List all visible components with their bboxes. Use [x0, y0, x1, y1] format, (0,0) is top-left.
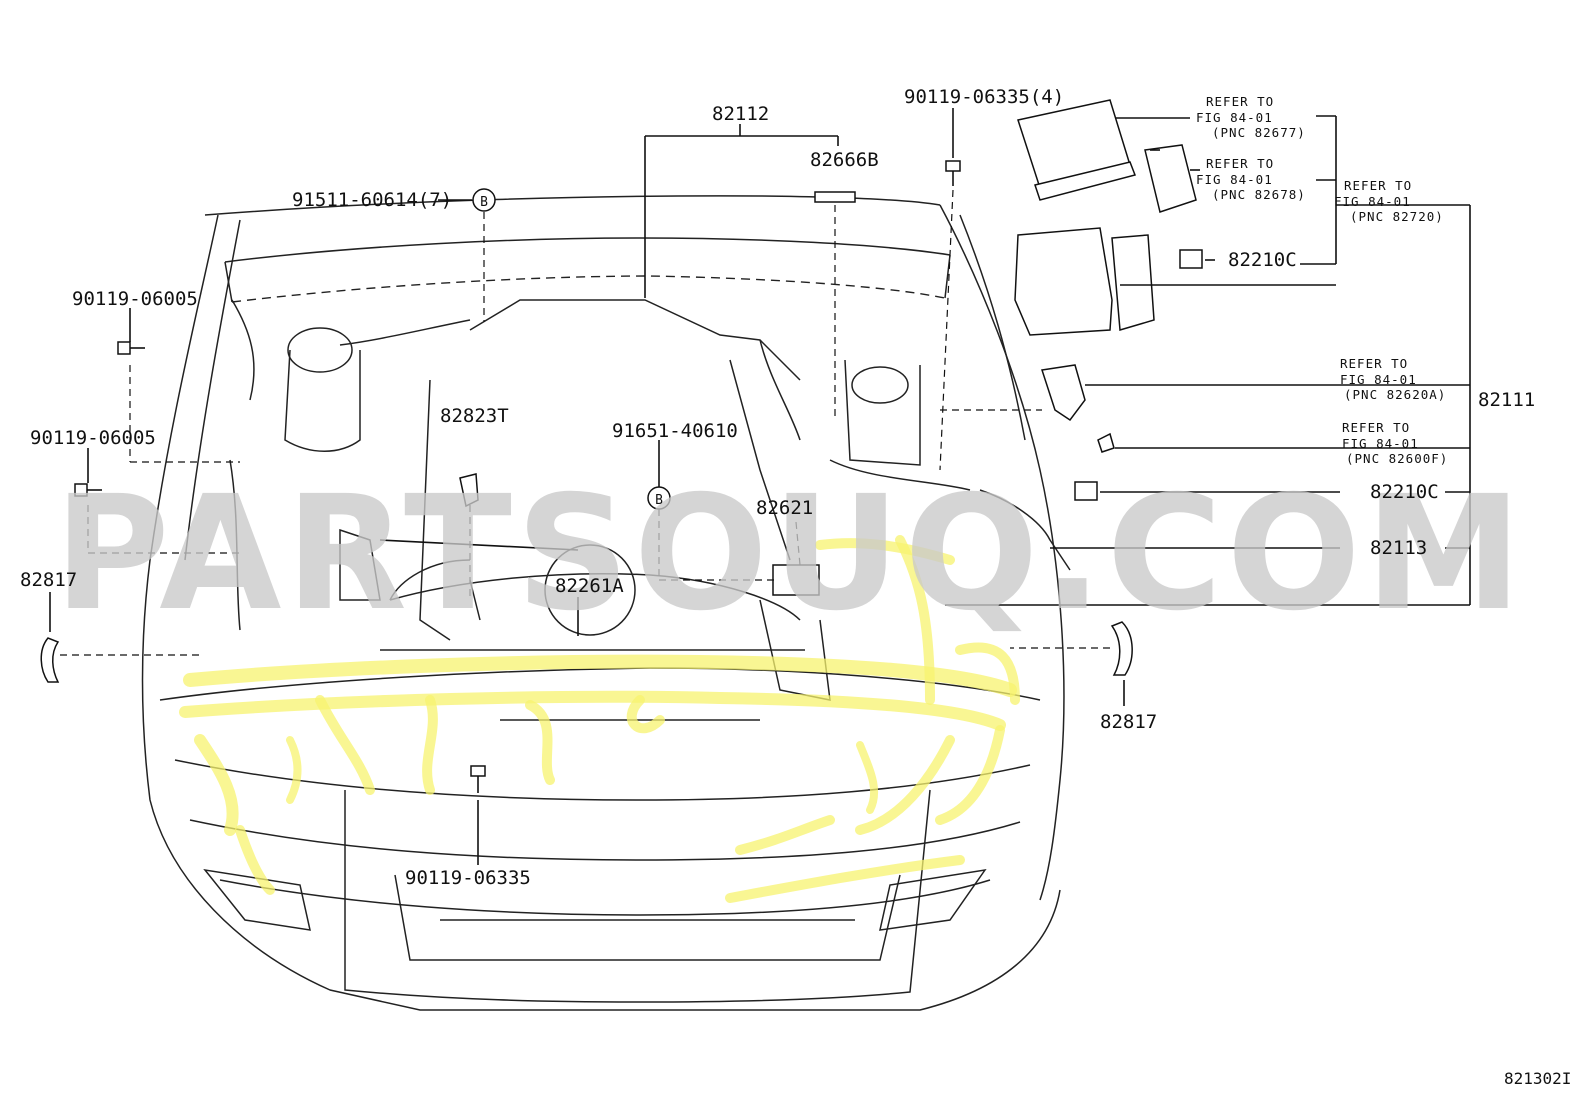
refer-note-82600F: REFER TO FIG 84-01 (PNC 82600F)	[1342, 420, 1448, 466]
marker-b-label: B	[655, 493, 663, 508]
label-82817-right[interactable]: 82817	[1100, 711, 1157, 733]
svg-text:(PNC 82678): (PNC 82678)	[1212, 187, 1306, 202]
relay-icon	[1179, 249, 1203, 269]
marker-b-icon	[472, 188, 496, 212]
refer-note-82677: REFER TO FIG 84-01 (PNC 82677)	[1196, 94, 1306, 140]
bolt-icon	[74, 483, 102, 497]
relay-block-side-icon	[1111, 234, 1155, 331]
clamp-icon	[814, 191, 856, 203]
label-90119-06335-4[interactable]: 90119-06335(4)	[904, 86, 1064, 108]
svg-text:FIG 84-01: FIG 84-01	[1342, 436, 1419, 451]
figure-code: 821302I	[1504, 1069, 1571, 1088]
bolt-icon	[117, 341, 145, 355]
label-91651-40610[interactable]: 91651-40610	[612, 420, 738, 442]
label-82621[interactable]: 82621	[756, 497, 813, 519]
relay-icon	[1074, 481, 1098, 501]
label-90119-06005-lower[interactable]: 90119-06005	[30, 427, 156, 449]
label-90119-06005-upper[interactable]: 90119-06005	[72, 288, 198, 310]
refer-note-82620A: REFER TO FIG 84-01 (PNC 82620A)	[1340, 356, 1446, 402]
relay-block-icon	[1014, 227, 1113, 336]
refer-note-82720: REFER TO FIG 84-01 (PNC 82720)	[1334, 178, 1444, 224]
svg-text:REFER TO: REFER TO	[1340, 356, 1408, 371]
clip-icon	[1110, 621, 1133, 676]
svg-text:(PNC 82720): (PNC 82720)	[1350, 209, 1444, 224]
relay-large-icon	[1041, 364, 1086, 422]
clip-icon	[40, 637, 60, 683]
svg-text:(PNC 82677): (PNC 82677)	[1212, 125, 1306, 140]
svg-text:REFER TO: REFER TO	[1342, 420, 1410, 435]
label-82210C-upper[interactable]: 82210C	[1228, 249, 1297, 271]
fuse-cover-small-icon	[1144, 144, 1197, 213]
svg-text:REFER TO: REFER TO	[1206, 94, 1274, 109]
label-82112[interactable]: 82112	[712, 103, 769, 125]
wiring-sketch	[229, 299, 1071, 631]
watermark-text: PARTSOUQ.COM	[54, 462, 1526, 646]
label-90119-06335[interactable]: 90119-06335	[405, 867, 531, 889]
svg-text:(PNC 82600F): (PNC 82600F)	[1346, 451, 1448, 466]
svg-text:FIG 84-01: FIG 84-01	[1340, 372, 1417, 387]
part-icons	[40, 99, 1203, 793]
svg-text:FIG 84-01: FIG 84-01	[1334, 194, 1411, 209]
refer-notes: REFER TO FIG 84-01 (PNC 82677) REFER TO …	[1196, 94, 1448, 466]
svg-text:FIG 84-01: FIG 84-01	[1196, 110, 1273, 125]
label-82823T[interactable]: 82823T	[440, 405, 509, 427]
harness-highlight	[179, 535, 1020, 903]
svg-text:(PNC 82620A): (PNC 82620A)	[1344, 387, 1446, 402]
label-82666B[interactable]: 82666B	[810, 149, 879, 171]
leader-lines	[49, 108, 1471, 865]
label-82210C-lower[interactable]: 82210C	[1370, 481, 1439, 503]
bolt-icon	[945, 160, 961, 186]
label-82113[interactable]: 82113	[1370, 537, 1427, 559]
vehicle-outline	[141, 195, 1065, 1011]
label-82111[interactable]: 82111	[1478, 389, 1535, 411]
part-labels: 82112 82666B 91511-60614(7) 90119-06335(…	[20, 86, 1571, 1088]
label-82817-left[interactable]: 82817	[20, 569, 77, 591]
fuse-small-icon	[1097, 432, 1115, 453]
bolt-icon	[470, 765, 486, 793]
label-82261A[interactable]: 82261A	[555, 575, 624, 597]
svg-text:REFER TO: REFER TO	[1206, 156, 1274, 171]
svg-text:REFER TO: REFER TO	[1344, 178, 1412, 193]
cover-icon	[459, 473, 479, 508]
svg-text:FIG 84-01: FIG 84-01	[1196, 172, 1273, 187]
refer-note-82678: REFER TO FIG 84-01 (PNC 82678)	[1196, 156, 1306, 202]
fuse-cover-edge-icon	[1034, 161, 1137, 201]
marker-b-label: B	[480, 195, 488, 210]
label-91511-60614[interactable]: 91511-60614(7)	[292, 189, 452, 211]
